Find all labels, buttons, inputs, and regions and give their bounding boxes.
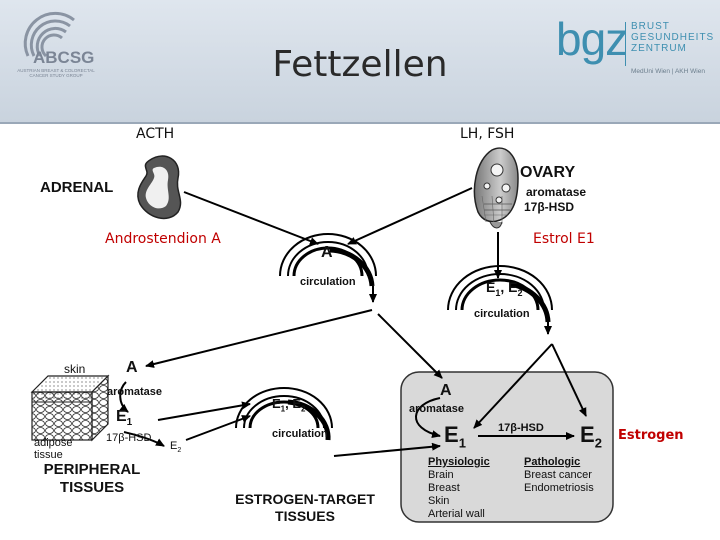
- ovary-hsd-label: 17β-HSD: [524, 200, 575, 214]
- target-hsd-label: 17β-HSD: [498, 422, 544, 434]
- bgz-logo-subtitle: MedUni Wien | AKH Wien: [631, 68, 705, 75]
- physiologic-list: Physiologic Brain Breast Skin Arterial w…: [428, 456, 490, 521]
- target-aromatase-label: aromatase: [409, 403, 465, 415]
- adrenal-label: ADRENAL: [40, 179, 114, 196]
- pathologic-title: Pathologic: [524, 456, 581, 468]
- target-e1-label: E1: [444, 422, 466, 451]
- bgz-logo-words: BRUST GESUNDHEITS ZENTRUM: [631, 21, 715, 54]
- abcsg-logo-icon: [23, 11, 75, 58]
- list-item: Breast cancer: [524, 469, 592, 481]
- circulation-arc-a: [279, 233, 377, 287]
- target-e2-label: E2: [580, 422, 602, 451]
- target-tissue-box: [400, 371, 614, 523]
- list-item: Breast: [428, 482, 460, 494]
- bgz-logo-mark: bgz: [556, 13, 628, 65]
- abcsg-logo-text: ABCSG: [33, 48, 95, 67]
- peripheral-e1-label: E1: [116, 408, 133, 429]
- pathologic-list: Pathologic Breast cancer Endometriosis: [524, 456, 594, 495]
- estrogen-label: Estrogen: [618, 428, 684, 443]
- peripheral-aromatase-label: aromatase: [107, 386, 163, 398]
- circulation-a-hormone: A: [321, 244, 333, 261]
- circulation-arc-peripheral: [235, 387, 333, 441]
- skin-label: skin: [64, 362, 86, 376]
- androstendion-label: Androstendion A: [105, 231, 221, 247]
- list-item: Arterial wall: [428, 508, 485, 520]
- target-a-label: A: [440, 382, 452, 399]
- circulation-e1-e2-hormone: E1, E2: [486, 279, 523, 298]
- acth-label: ACTH: [136, 126, 175, 142]
- slide-title: Fettzellen: [272, 44, 448, 85]
- abcsg-logo-subtitle: AUSTRIAN BREAST & COLORECTAL CANCER STUD…: [17, 68, 95, 78]
- lh-fsh-label: LH, FSH: [460, 126, 515, 142]
- ovary-label: OVARY: [520, 164, 576, 181]
- circulation-peripheral-hormone: E1, E2: [272, 396, 306, 414]
- estrol-label: Estrol E1: [533, 231, 595, 247]
- circulation-peripheral-label: circulation: [272, 428, 328, 440]
- adrenal-gland-icon: [137, 155, 182, 220]
- list-item: Endometriosis: [524, 482, 594, 494]
- pathway-arrows: [119, 187, 587, 457]
- physiologic-title: Physiologic: [428, 456, 490, 468]
- ovary-icon: [473, 147, 519, 229]
- peripheral-e2-label: E2: [170, 440, 182, 455]
- peripheral-hsd-label: 17β-HSD: [106, 432, 152, 444]
- circulation-e1-e2-label: circulation: [474, 308, 530, 320]
- slide-header: ABCSG AUSTRIAN BREAST & COLORECTAL CANCE…: [0, 0, 720, 124]
- adipose-tissue-block-icon: [30, 374, 110, 442]
- list-item: Skin: [428, 495, 450, 507]
- peripheral-a-label: A: [126, 359, 138, 376]
- bgz-logo-divider: [625, 22, 626, 66]
- list-item: Brain: [428, 469, 454, 481]
- ovary-aromatase-label: aromatase: [526, 185, 587, 199]
- circulation-a-label: circulation: [300, 276, 356, 288]
